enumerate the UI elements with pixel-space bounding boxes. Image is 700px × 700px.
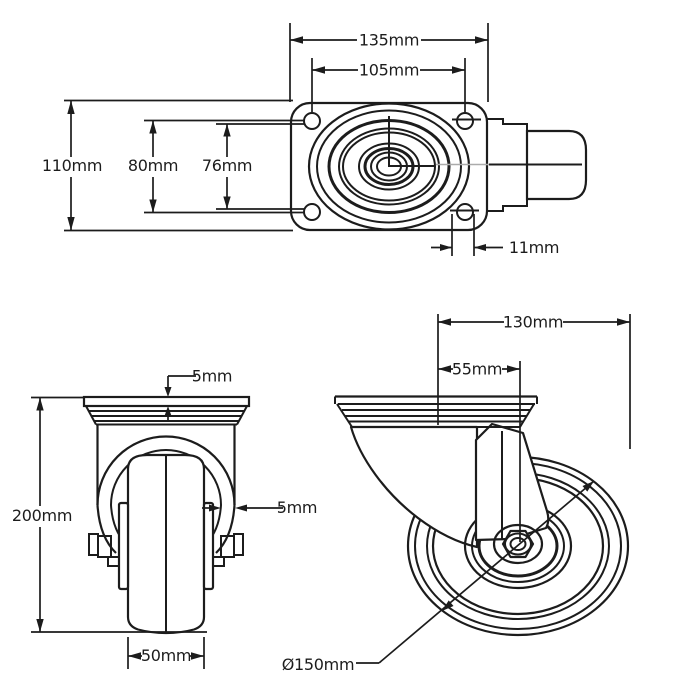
dim-label-5mm-plate: 5mm — [192, 367, 232, 386]
dim-label-76mm: 76mm — [202, 156, 252, 175]
dim-label-11mm: 11mm — [509, 238, 559, 257]
dimension-110mm: 110mm — [42, 99, 293, 232]
dimension-11mm: 11mm — [431, 214, 559, 257]
front-view: 200mm 5mm 5mm 50mm — [12, 367, 318, 669]
dimension-135mm: 135mm — [289, 23, 489, 102]
dimension-105mm: 105mm — [311, 58, 466, 112]
wheel-top-projection — [486, 118, 588, 212]
dimension-150mm-diameter: Ø150mm — [282, 480, 595, 674]
dim-label-55mm: 55mm — [452, 360, 502, 379]
dim-label-130mm: 130mm — [503, 313, 563, 332]
dim-label-110mm: 110mm — [42, 156, 102, 175]
dim-label-5mm-fork: 5mm — [277, 498, 317, 517]
fork-leg — [474, 422, 550, 542]
dim-label-105mm: 105mm — [359, 61, 419, 80]
axle-nut — [492, 523, 544, 565]
dim-label-50mm: 50mm — [141, 646, 191, 665]
center-crosshair — [388, 116, 582, 167]
dim-label-150mm: Ø150mm — [282, 655, 355, 674]
front-plate — [82, 395, 251, 408]
side-plate — [334, 395, 538, 405]
hub-cap-left — [117, 501, 130, 591]
dim-label-80mm: 80mm — [128, 156, 178, 175]
top-view: 135mm 105mm 110mm — [42, 23, 588, 257]
wheel-front — [117, 453, 215, 635]
dimension-76mm: 76mm — [202, 123, 304, 210]
dim-label-135mm: 135mm — [359, 31, 419, 50]
dimension-5mm-plate: 5mm — [164, 367, 233, 420]
dimension-80mm: 80mm — [128, 119, 304, 214]
hub-cap-right — [202, 501, 215, 591]
wheel-side-tread — [406, 455, 630, 637]
side-view: 130mm 55mm Ø150mm — [282, 313, 631, 674]
dimension-50mm: 50mm — [127, 637, 205, 669]
dimension-200mm: 200mm — [12, 396, 207, 633]
side-housing-moldings — [336, 403, 535, 428]
dimension-5mm-fork: 5mm — [202, 498, 318, 517]
dimension-55mm: 55mm — [438, 360, 521, 542]
fork-side-plate — [349, 425, 479, 549]
dim-label-200mm: 200mm — [12, 506, 72, 525]
